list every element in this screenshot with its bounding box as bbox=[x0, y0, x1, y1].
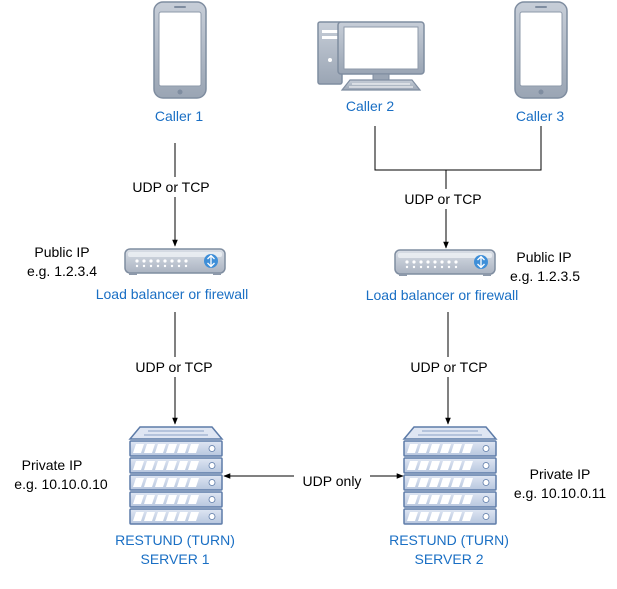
caller3-label: Caller 3 bbox=[516, 108, 564, 124]
link-label-lb2-server2: UDP or TCP bbox=[410, 359, 487, 375]
lb2-public-ip-title: Public IP bbox=[516, 249, 571, 265]
server1-name-line1: RESTUND (TURN) bbox=[115, 532, 235, 548]
server1-private-ip-title: Private IP bbox=[22, 457, 83, 473]
caller2-label: Caller 2 bbox=[346, 98, 394, 114]
load-balancer-1-router-icon bbox=[124, 248, 226, 276]
server2-name-line1: RESTUND (TURN) bbox=[389, 532, 509, 548]
link-label-callers-lb2: UDP or TCP bbox=[404, 191, 481, 207]
server2-private-ip-value: e.g. 10.10.0.11 bbox=[514, 485, 607, 501]
server2-private-ip-title: Private IP bbox=[530, 466, 591, 482]
connector-callers-merge bbox=[374, 126, 542, 171]
lb2-label: Load balancer or firewall bbox=[366, 287, 519, 303]
server1-rack-icon bbox=[129, 426, 223, 525]
caller1-smartphone-icon bbox=[153, 1, 207, 99]
link-label-server-to-server: UDP only bbox=[303, 473, 362, 489]
lb1-label: Load balancer or firewall bbox=[96, 286, 249, 302]
server1-private-ip-value: e.g. 10.10.0.10 bbox=[14, 476, 108, 492]
server2-name-line2: SERVER 2 bbox=[415, 551, 484, 567]
caller2-desktop-computer-icon bbox=[317, 21, 425, 91]
lb2-public-ip-value: e.g. 1.2.3.5 bbox=[510, 268, 580, 284]
caller3-smartphone-icon bbox=[514, 1, 568, 99]
lb1-public-ip-value: e.g. 1.2.3.4 bbox=[27, 263, 97, 279]
server1-name-line2: SERVER 1 bbox=[141, 551, 210, 567]
link-label-lb1-server1: UDP or TCP bbox=[135, 359, 212, 375]
caller1-label: Caller 1 bbox=[155, 108, 203, 124]
server2-rack-icon bbox=[403, 426, 497, 525]
link-label-caller1-lb1: UDP or TCP bbox=[132, 179, 209, 195]
lb1-public-ip-title: Public IP bbox=[34, 244, 89, 260]
load-balancer-2-router-icon bbox=[394, 249, 496, 277]
